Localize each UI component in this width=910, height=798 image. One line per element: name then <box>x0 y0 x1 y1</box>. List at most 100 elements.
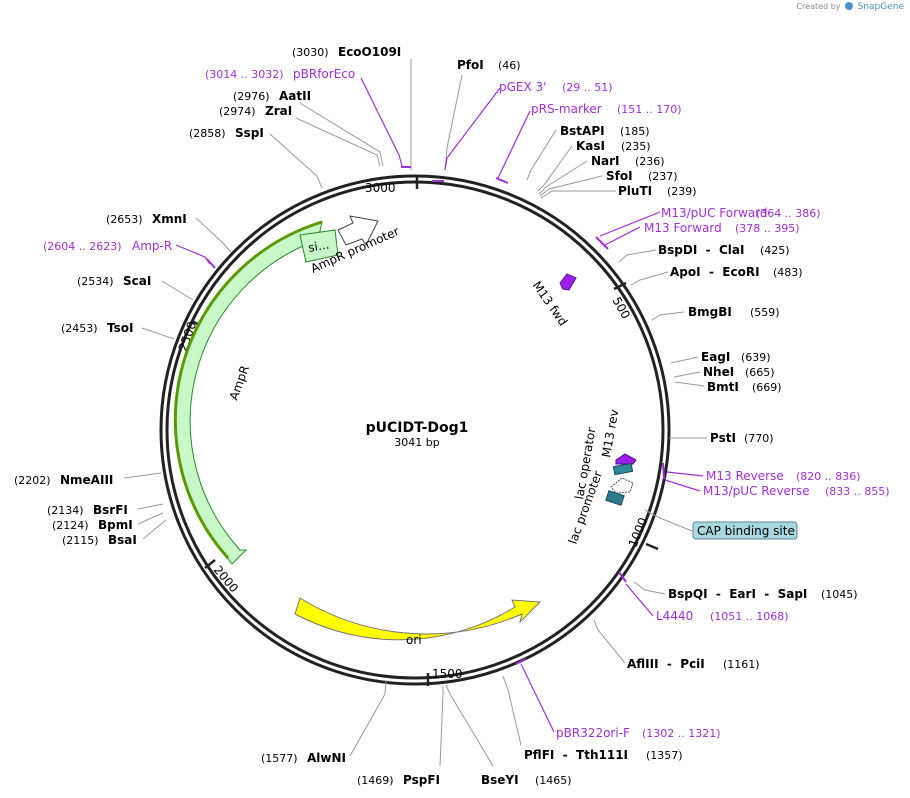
enzyme-pos: (639) <box>741 351 771 364</box>
enzyme-name[interactable]: ZraI <box>265 104 292 118</box>
enzyme-name[interactable]: EagI <box>701 350 730 364</box>
primer-name[interactable]: M13 Forward <box>644 221 722 235</box>
enzyme-pos: (185) <box>620 125 650 138</box>
primer-range: (3014 .. 3032) <box>205 68 284 81</box>
primer-range: (378 .. 395) <box>735 222 800 235</box>
enzyme-pos: (1465) <box>535 774 572 787</box>
enzyme-pos: (2976) <box>233 90 270 103</box>
primer-name[interactable]: pGEX 3' <box>499 80 546 94</box>
feature-ampr-promoter[interactable] <box>337 215 379 246</box>
enzyme-name[interactable]: AlwNI <box>307 751 346 765</box>
enzyme-pos: (559) <box>750 306 780 319</box>
enzyme-pos: (239) <box>667 185 697 198</box>
snapgene-logo-icon <box>845 2 854 10</box>
enzyme-name[interactable]: PluTI <box>618 184 652 198</box>
feature-m13-fwd[interactable] <box>559 273 577 291</box>
feature-m13-rev[interactable] <box>615 453 637 465</box>
signal-sequence-label: si... <box>307 238 330 255</box>
enzyme-name[interactable]: BpmI <box>98 518 133 532</box>
tick-mark-500 <box>613 281 627 291</box>
enzyme-pos: (2202) <box>14 474 51 487</box>
enzyme-name[interactable]: BspDI - ClaI <box>658 243 744 257</box>
primer-labels: (3014 .. 3032) pBRforEco (2604 .. 2623) … <box>43 67 890 740</box>
enzyme-name[interactable]: BstAPI <box>560 124 605 138</box>
enzyme-name[interactable]: XmnI <box>152 212 187 226</box>
feature-ampr[interactable] <box>173 220 323 565</box>
primer-range: (833 .. 855) <box>825 485 890 498</box>
feature-ori[interactable] <box>294 597 542 641</box>
enzyme-name[interactable]: PflFI - Tth111I <box>524 748 628 762</box>
enzyme-name[interactable]: PspFI <box>403 773 440 787</box>
enzyme-pos: (2653) <box>106 213 143 226</box>
tick-label-1500: 1500 <box>432 667 463 681</box>
tick-mark-2000 <box>204 559 216 569</box>
feature-cap-binding-site[interactable]: CAP binding site <box>644 509 798 540</box>
enzyme-name[interactable]: BspQI - EarI - SapI <box>668 587 807 601</box>
primer-name[interactable]: M13/pUC Forward <box>661 206 768 220</box>
snapgene-credit: Created by SnapGene <box>796 2 904 12</box>
m13-rev-label: M13 rev <box>599 408 621 458</box>
enzyme-name[interactable]: NheI <box>703 365 734 379</box>
primer-name[interactable]: pBR322ori-F <box>556 726 630 740</box>
enzyme-name[interactable]: BsaI <box>108 533 137 547</box>
plasmid-backbone <box>159 174 671 686</box>
enzyme-name[interactable]: AflIII - PciI <box>627 657 705 671</box>
enzyme-name[interactable]: SspI <box>235 126 264 140</box>
primer-range: (364 .. 386) <box>756 207 821 220</box>
enzyme-pos: (770) <box>744 432 774 445</box>
tick-label-500: 500 <box>609 295 633 322</box>
primer-name[interactable]: L4440 <box>656 609 693 623</box>
enzyme-name[interactable]: ApoI - EcoRI <box>670 265 760 279</box>
primer-name[interactable]: M13/pUC Reverse <box>703 484 810 498</box>
primer-name[interactable]: Amp-R <box>132 239 172 253</box>
enzyme-pos: (1161) <box>723 658 760 671</box>
enzyme-name[interactable]: BmgBI <box>688 305 732 319</box>
feature-lac-operator[interactable] <box>612 462 634 476</box>
enzyme-pos: (2858) <box>189 127 226 140</box>
enzyme-name[interactable]: NarI <box>591 154 620 168</box>
enzyme-name[interactable]: KasI <box>576 139 605 153</box>
enzyme-name[interactable]: PfoI <box>457 58 484 72</box>
ampr-label: AmpR <box>227 364 252 402</box>
enzyme-pos: (46) <box>498 59 521 72</box>
plasmid-length: 3041 bp <box>394 436 439 449</box>
primer-range: (151 .. 170) <box>617 103 682 116</box>
enzyme-pos: (2134) <box>47 504 84 517</box>
enzyme-pos: (669) <box>752 381 782 394</box>
enzyme-pos: (665) <box>745 366 775 379</box>
primer-range: (1302 .. 1321) <box>642 727 721 740</box>
cap-binding-site-label: CAP binding site <box>697 524 795 538</box>
enzyme-pos: (1045) <box>821 588 858 601</box>
primer-name[interactable]: pBRforEco <box>293 67 355 81</box>
enzyme-pos: (2124) <box>52 519 89 532</box>
primer-range: (820 .. 836) <box>796 470 861 483</box>
enzyme-pos: (1357) <box>646 749 683 762</box>
primer-name[interactable]: M13 Reverse <box>706 469 784 483</box>
enzyme-name[interactable]: BsrFI <box>93 503 128 517</box>
tick-mark-1000 <box>645 542 659 551</box>
credit-brand: SnapGene <box>857 2 904 12</box>
enzyme-pos: (425) <box>760 244 790 257</box>
feature-signal-sequence[interactable] <box>299 229 339 263</box>
enzyme-name[interactable]: AatII <box>279 89 311 103</box>
enzyme-name[interactable]: TsoI <box>107 321 133 335</box>
enzyme-pos: (2453) <box>61 322 98 335</box>
enzyme-name[interactable]: PstI <box>710 431 736 445</box>
enzyme-pos: (2974) <box>219 105 256 118</box>
enzyme-pos: (237) <box>648 170 678 183</box>
enzyme-name[interactable]: BseYI <box>481 773 519 787</box>
primer-connectors <box>175 77 704 733</box>
primer-range: (1051 .. 1068) <box>710 610 789 623</box>
enzyme-name[interactable]: NmeAIII <box>60 473 113 487</box>
enzyme-pos: (2534) <box>77 275 114 288</box>
primer-name[interactable]: pRS-marker <box>531 102 602 116</box>
enzyme-name[interactable]: EcoO109I <box>338 45 401 59</box>
enzyme-pos: (236) <box>635 155 665 168</box>
enzyme-name[interactable]: ScaI <box>123 274 151 288</box>
feature-lac-promoter[interactable] <box>605 477 634 506</box>
credit-prefix: Created by <box>796 2 841 11</box>
enzyme-name[interactable]: BmtI <box>707 380 739 394</box>
enzyme-pos: (483) <box>773 266 803 279</box>
enzyme-name[interactable]: SfoI <box>606 169 633 183</box>
